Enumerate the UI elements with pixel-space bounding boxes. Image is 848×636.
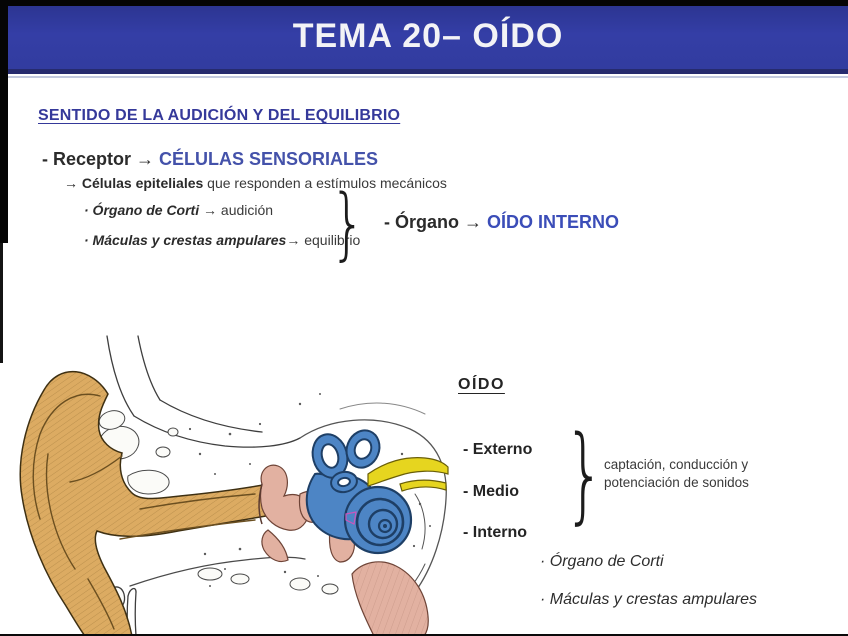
inner-ear [305, 429, 413, 555]
bone-speckles [188, 393, 431, 587]
ear-list-item-medio: - Medio [463, 483, 519, 500]
ear-list-item-externo: - Externo [463, 441, 533, 458]
epithelial-bold: → Células epiteliales [64, 175, 204, 191]
receptor-line: - Receptor→CÉLULAS SENSORIALES [42, 149, 378, 170]
sub-item-maculas: · Máculas y crestas ampulares [540, 591, 757, 608]
maculas-line: · Máculas y crestas ampulares→ equilibri… [84, 232, 360, 248]
left-frame-edge-thin [0, 243, 3, 363]
organ-label: - Órgano [384, 212, 459, 232]
bottom-frame-edge [0, 634, 848, 636]
outer-ear-pinna [19, 370, 267, 636]
auditory-nerve [367, 457, 449, 492]
outer-middle-brace: } [564, 413, 606, 535]
title-bar-underline [8, 76, 848, 78]
arrow-icon: → [464, 212, 482, 232]
caption-line-2: potenciación de sonidos [604, 475, 749, 490]
section-heading: SENTIDO DE LA AUDICIÓN Y DEL EQUILIBRIO [38, 107, 401, 124]
ear-anatomy-diagram [19, 335, 449, 636]
arrow-icon: → [136, 149, 155, 169]
cochlea [343, 485, 413, 555]
left-frame-edge [0, 0, 8, 243]
utricle-mark [345, 511, 357, 525]
inner-ear-brace: } [330, 179, 366, 269]
bone-pebbles [89, 410, 339, 595]
organ-line: - Órgano→OÍDO INTERNO [384, 212, 619, 233]
receptor-value: CÉLULAS SENSORIALES [159, 149, 379, 169]
brace-caption: captación, conducción y potenciación de … [604, 456, 749, 492]
organ-value: OÍDO INTERNO [487, 212, 620, 232]
epithelial-rest: que responden a estímulos mecánicos [203, 175, 447, 191]
corti-line: · Órgano de Corti → audición [84, 202, 273, 218]
maculas-bold: · Máculas y crestas ampulares [84, 232, 287, 248]
corti-rest: → audición [199, 202, 274, 218]
eardrum-line [258, 483, 263, 525]
ear-list-item-interno: - Interno [463, 524, 527, 541]
slide-title: TEMA 20– OÍDO [292, 17, 564, 55]
title-bar: TEMA 20– OÍDO [8, 6, 848, 74]
caption-line-1: captación, conducción y [604, 457, 749, 472]
corti-bold: · Órgano de Corti [84, 202, 200, 218]
epithelial-line: → Células epiteliales que responden a es… [64, 175, 447, 191]
maculas-rest: → equilibrio [286, 232, 361, 248]
top-frame-edge [0, 0, 848, 6]
ear-list-heading: OÍDO [458, 376, 505, 393]
semicircular-canals [311, 429, 381, 494]
sub-item-organo-de-corti: · Órgano de Corti [540, 553, 664, 570]
receptor-label: - Receptor [42, 149, 132, 169]
